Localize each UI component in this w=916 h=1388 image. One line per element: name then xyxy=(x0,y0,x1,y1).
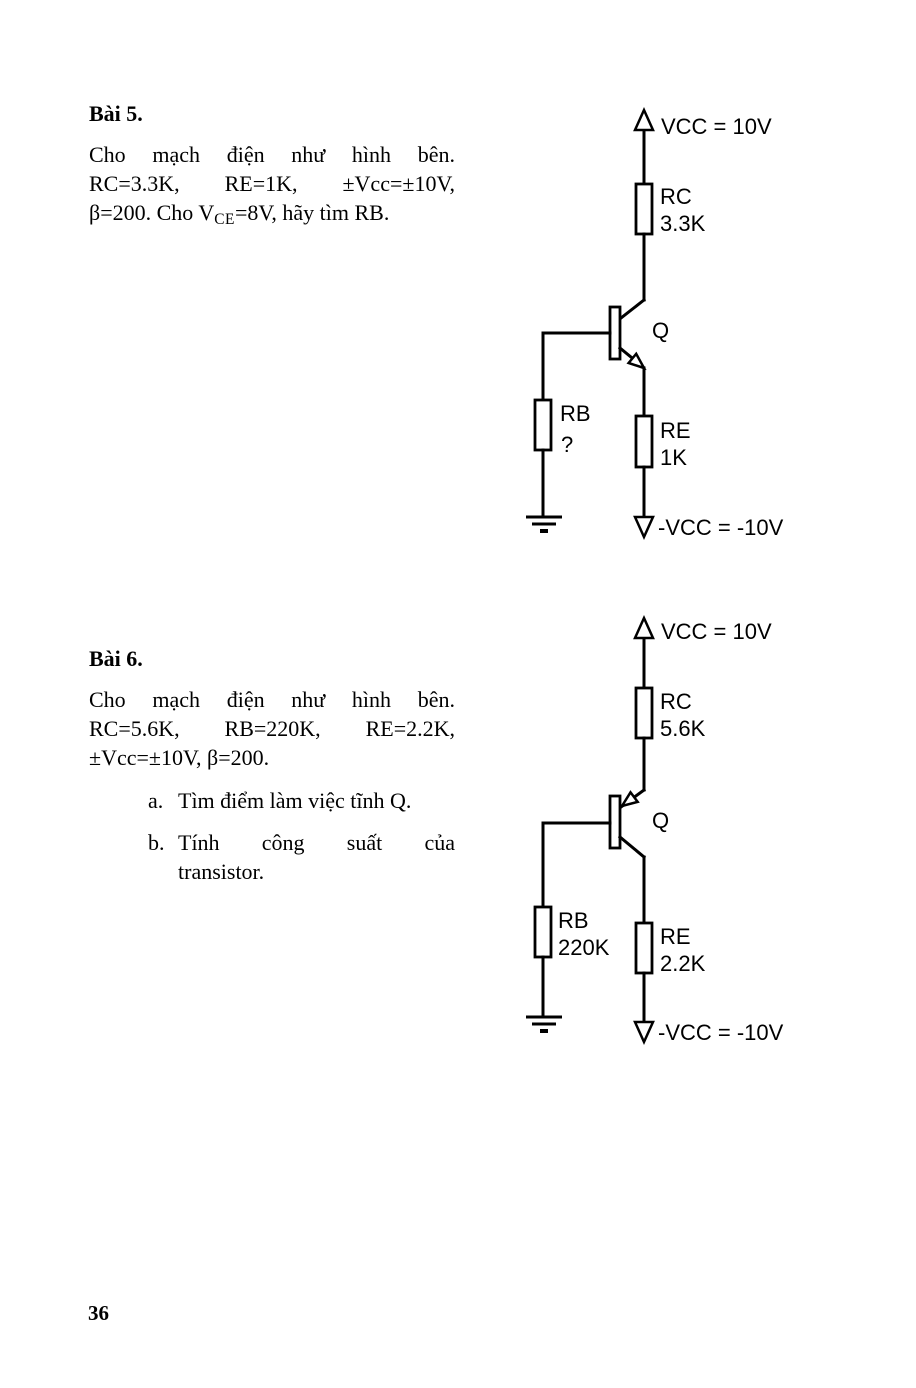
rb-name: RB xyxy=(560,401,591,426)
resistor-rc xyxy=(634,686,654,740)
exercise5-line3-post: =8V, hãy tìm RB. xyxy=(234,200,390,225)
exercise6-line3: ±Vcc=±10V, β=200. xyxy=(89,745,270,770)
re-name: RE xyxy=(660,924,691,949)
circuit-diagram-ex5: VCC = 10V RC 3.3K Q RE 1K -VCC = -10V RB… xyxy=(526,106,784,541)
ground-icon xyxy=(526,1015,562,1033)
emitter-arrow-icon xyxy=(626,351,647,371)
vee-arrow-icon xyxy=(633,515,655,541)
transistor-label: Q xyxy=(652,808,669,833)
lower-lead xyxy=(617,834,647,860)
rb-name: RB xyxy=(558,908,589,933)
exercise6-item-b: b. Tính công suất của transistor. xyxy=(148,828,455,886)
vee-label: -VCC = -10V xyxy=(658,1020,784,1045)
vcc-label: VCC = 10V xyxy=(661,114,772,139)
re-value: 2.2K xyxy=(660,951,706,976)
vee-arrow-icon xyxy=(633,1020,655,1046)
item-b-text: Tính công suất của transistor. xyxy=(178,828,455,886)
resistor-rb xyxy=(533,905,553,959)
circuit-diagram-ex6: VCC = 10V RC 5.6K Q RE 2.2K -VCC = -10V … xyxy=(526,614,784,1046)
exercise5-line1: Cho mạch điện như hình bên. xyxy=(89,142,455,167)
exercise6-paragraph: Cho mạch điện như hình bên. RC=5.6K, RB=… xyxy=(89,685,455,772)
exercise5-paragraph: Cho mạch điện như hình bên. RC=3.3K, RE=… xyxy=(89,140,455,234)
vcc-arrow-icon xyxy=(633,106,655,132)
re-name: RE xyxy=(660,418,691,443)
resistor-rb xyxy=(533,398,553,452)
exercise6-item-a: a. Tìm điểm làm việc tĩnh Q. xyxy=(148,786,411,815)
rc-name: RC xyxy=(660,689,692,714)
vcc-label: VCC = 10V xyxy=(661,619,772,644)
item-b-line2: transistor. xyxy=(178,859,265,884)
exercise5-line3: β=200. Cho VCE=8V, hãy tìm RB. xyxy=(89,198,455,234)
collector-lead xyxy=(618,297,647,321)
rc-value: 5.6K xyxy=(660,716,706,741)
re-value: 1K xyxy=(660,445,687,470)
vee-label: -VCC = -10V xyxy=(658,515,784,540)
resistor-re xyxy=(634,414,654,469)
exercise6-line1: Cho mạch điện như hình bên. xyxy=(89,687,455,712)
page-number: 36 xyxy=(88,1301,109,1325)
rb-value: 220K xyxy=(558,935,610,960)
item-b-line1: Tính công suất của xyxy=(178,830,455,855)
rc-name: RC xyxy=(660,184,692,209)
vcc-arrow-icon xyxy=(633,614,655,640)
ground-icon xyxy=(526,515,562,533)
resistor-re xyxy=(634,921,654,975)
item-a-marker: a. xyxy=(148,788,164,813)
vce-subscript: CE xyxy=(214,211,235,228)
rc-value: 3.3K xyxy=(660,211,706,236)
exercise6-line2: RC=5.6K, RB=220K, RE=2.2K, xyxy=(89,716,455,741)
exercise6-title: Bài 6. xyxy=(89,646,143,671)
transistor-label: Q xyxy=(652,318,669,343)
resistor-rc xyxy=(634,182,654,236)
item-a-text: Tìm điểm làm việc tĩnh Q. xyxy=(178,788,412,813)
rb-value: ? xyxy=(561,432,573,457)
item-b-marker: b. xyxy=(148,830,165,855)
exercise5-line2: RC=3.3K, RE=1K, ±Vcc=±10V, xyxy=(89,171,455,196)
emitter-arrow-icon xyxy=(619,790,640,809)
exercise5-line3-pre: β=200. Cho V xyxy=(89,200,215,225)
exercise5-title: Bài 5. xyxy=(89,101,143,126)
